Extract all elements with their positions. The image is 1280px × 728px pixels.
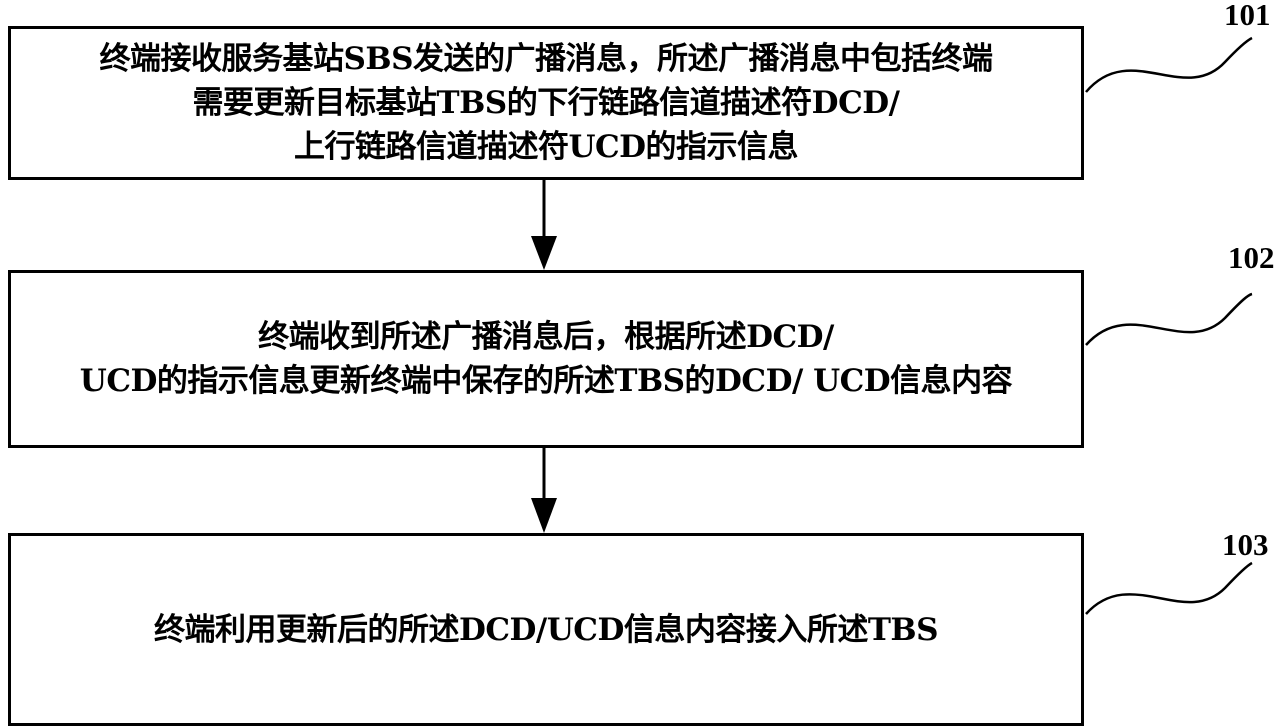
- step-102-line-1: 终端收到所述广播消息后，根据所述DCD/: [258, 319, 834, 355]
- step-101-line-2: 需要更新目标基站TBS的下行链路信道描述符DCD/: [192, 85, 900, 121]
- step-101-line-1: 终端接收服务基站SBS发送的广播消息，所述广播消息中包括终端: [99, 41, 993, 77]
- step-box-103: 终端利用更新后的所述DCD/UCD信息内容接入所述TBS: [8, 533, 1084, 726]
- arrow-2-to-3-head: [531, 498, 557, 533]
- arrow-1-to-2-head: [531, 236, 557, 270]
- reference-number-102: 102: [1228, 240, 1275, 275]
- leader-line-101: [1085, 36, 1253, 93]
- reference-number-103: 103: [1222, 527, 1269, 562]
- reference-number-101: 101: [1224, 0, 1271, 32]
- leader-line-103: [1085, 561, 1253, 615]
- step-101-line-3: 上行链路信道描述符UCD的指示信息: [293, 129, 799, 165]
- step-102-line-2: UCD的指示信息更新终端中保存的所述TBS的DCD/ UCD信息内容: [79, 363, 1013, 399]
- step-box-101: 终端接收服务基站SBS发送的广播消息，所述广播消息中包括终端 需要更新目标基站T…: [8, 26, 1084, 180]
- step-103-line-1: 终端利用更新后的所述DCD/UCD信息内容接入所述TBS: [153, 611, 939, 648]
- leader-line-102: [1085, 292, 1253, 346]
- step-box-102: 终端收到所述广播消息后，根据所述DCD/ UCD的指示信息更新终端中保存的所述T…: [8, 270, 1084, 448]
